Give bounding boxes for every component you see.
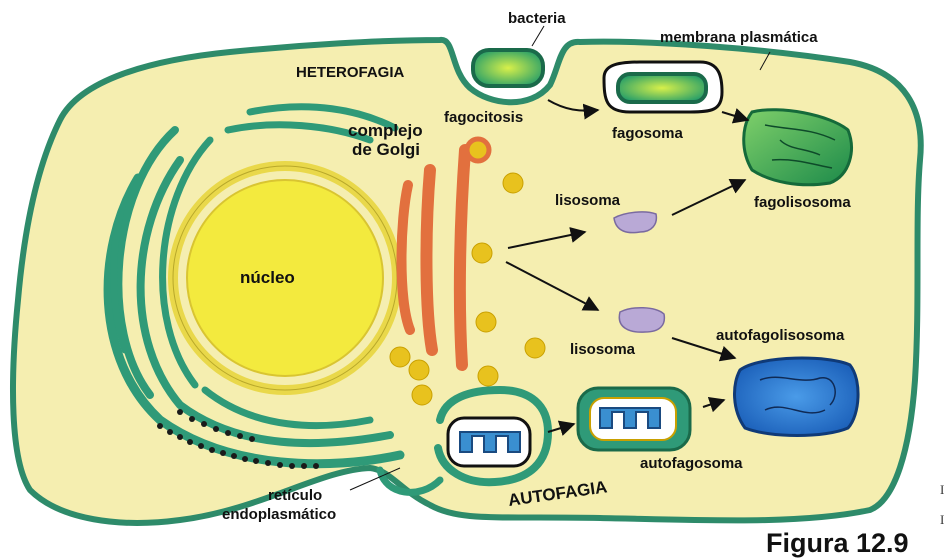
label-golgi-1: complejo (348, 121, 423, 140)
autophagy-membrane (434, 385, 553, 487)
lysosomes (613, 211, 666, 333)
autofagosoma (576, 386, 692, 452)
label-reticulo-1: retículo (268, 487, 322, 504)
autofagolisosoma (733, 356, 860, 437)
edge-mark-2: I (940, 512, 944, 527)
plasma-membrane (10, 37, 924, 526)
fagolisosoma (742, 108, 853, 187)
bacteria (471, 25, 545, 88)
golgi-vesicles (389, 172, 546, 406)
nucleus (168, 161, 402, 395)
label-autofagosoma: autofagosoma (640, 455, 743, 472)
label-heterofagia: HETEROFAGIA (296, 64, 405, 81)
leader-lines (349, 51, 771, 491)
label-nucleo: núcleo (240, 268, 295, 287)
label-reticulo-2: endoplasmático (222, 506, 336, 523)
label-fagosoma: fagosoma (612, 125, 684, 142)
label-golgi-2: de Golgi (352, 140, 420, 159)
label-lisosoma-top: lisosoma (555, 192, 621, 209)
golgi-complex (396, 136, 492, 371)
label-bacteria: bacteria (508, 10, 566, 27)
label-lisosoma-bottom: lisosoma (570, 341, 636, 358)
process-arrows (505, 99, 750, 436)
ribosomes (157, 409, 319, 469)
label-autofagolisosoma: autofagolisosoma (716, 327, 845, 344)
label-fagocitosis: fagocitosis (444, 109, 523, 126)
endoplasmic-reticulum (103, 103, 444, 496)
label-membrana-plasmatica: membrana plasmática (660, 29, 818, 46)
fagosoma (602, 60, 724, 114)
figure-caption: Figura 12.9 (766, 528, 909, 558)
edge-mark-1: I (940, 482, 944, 497)
label-fagolisosoma: fagolisosoma (754, 194, 851, 211)
